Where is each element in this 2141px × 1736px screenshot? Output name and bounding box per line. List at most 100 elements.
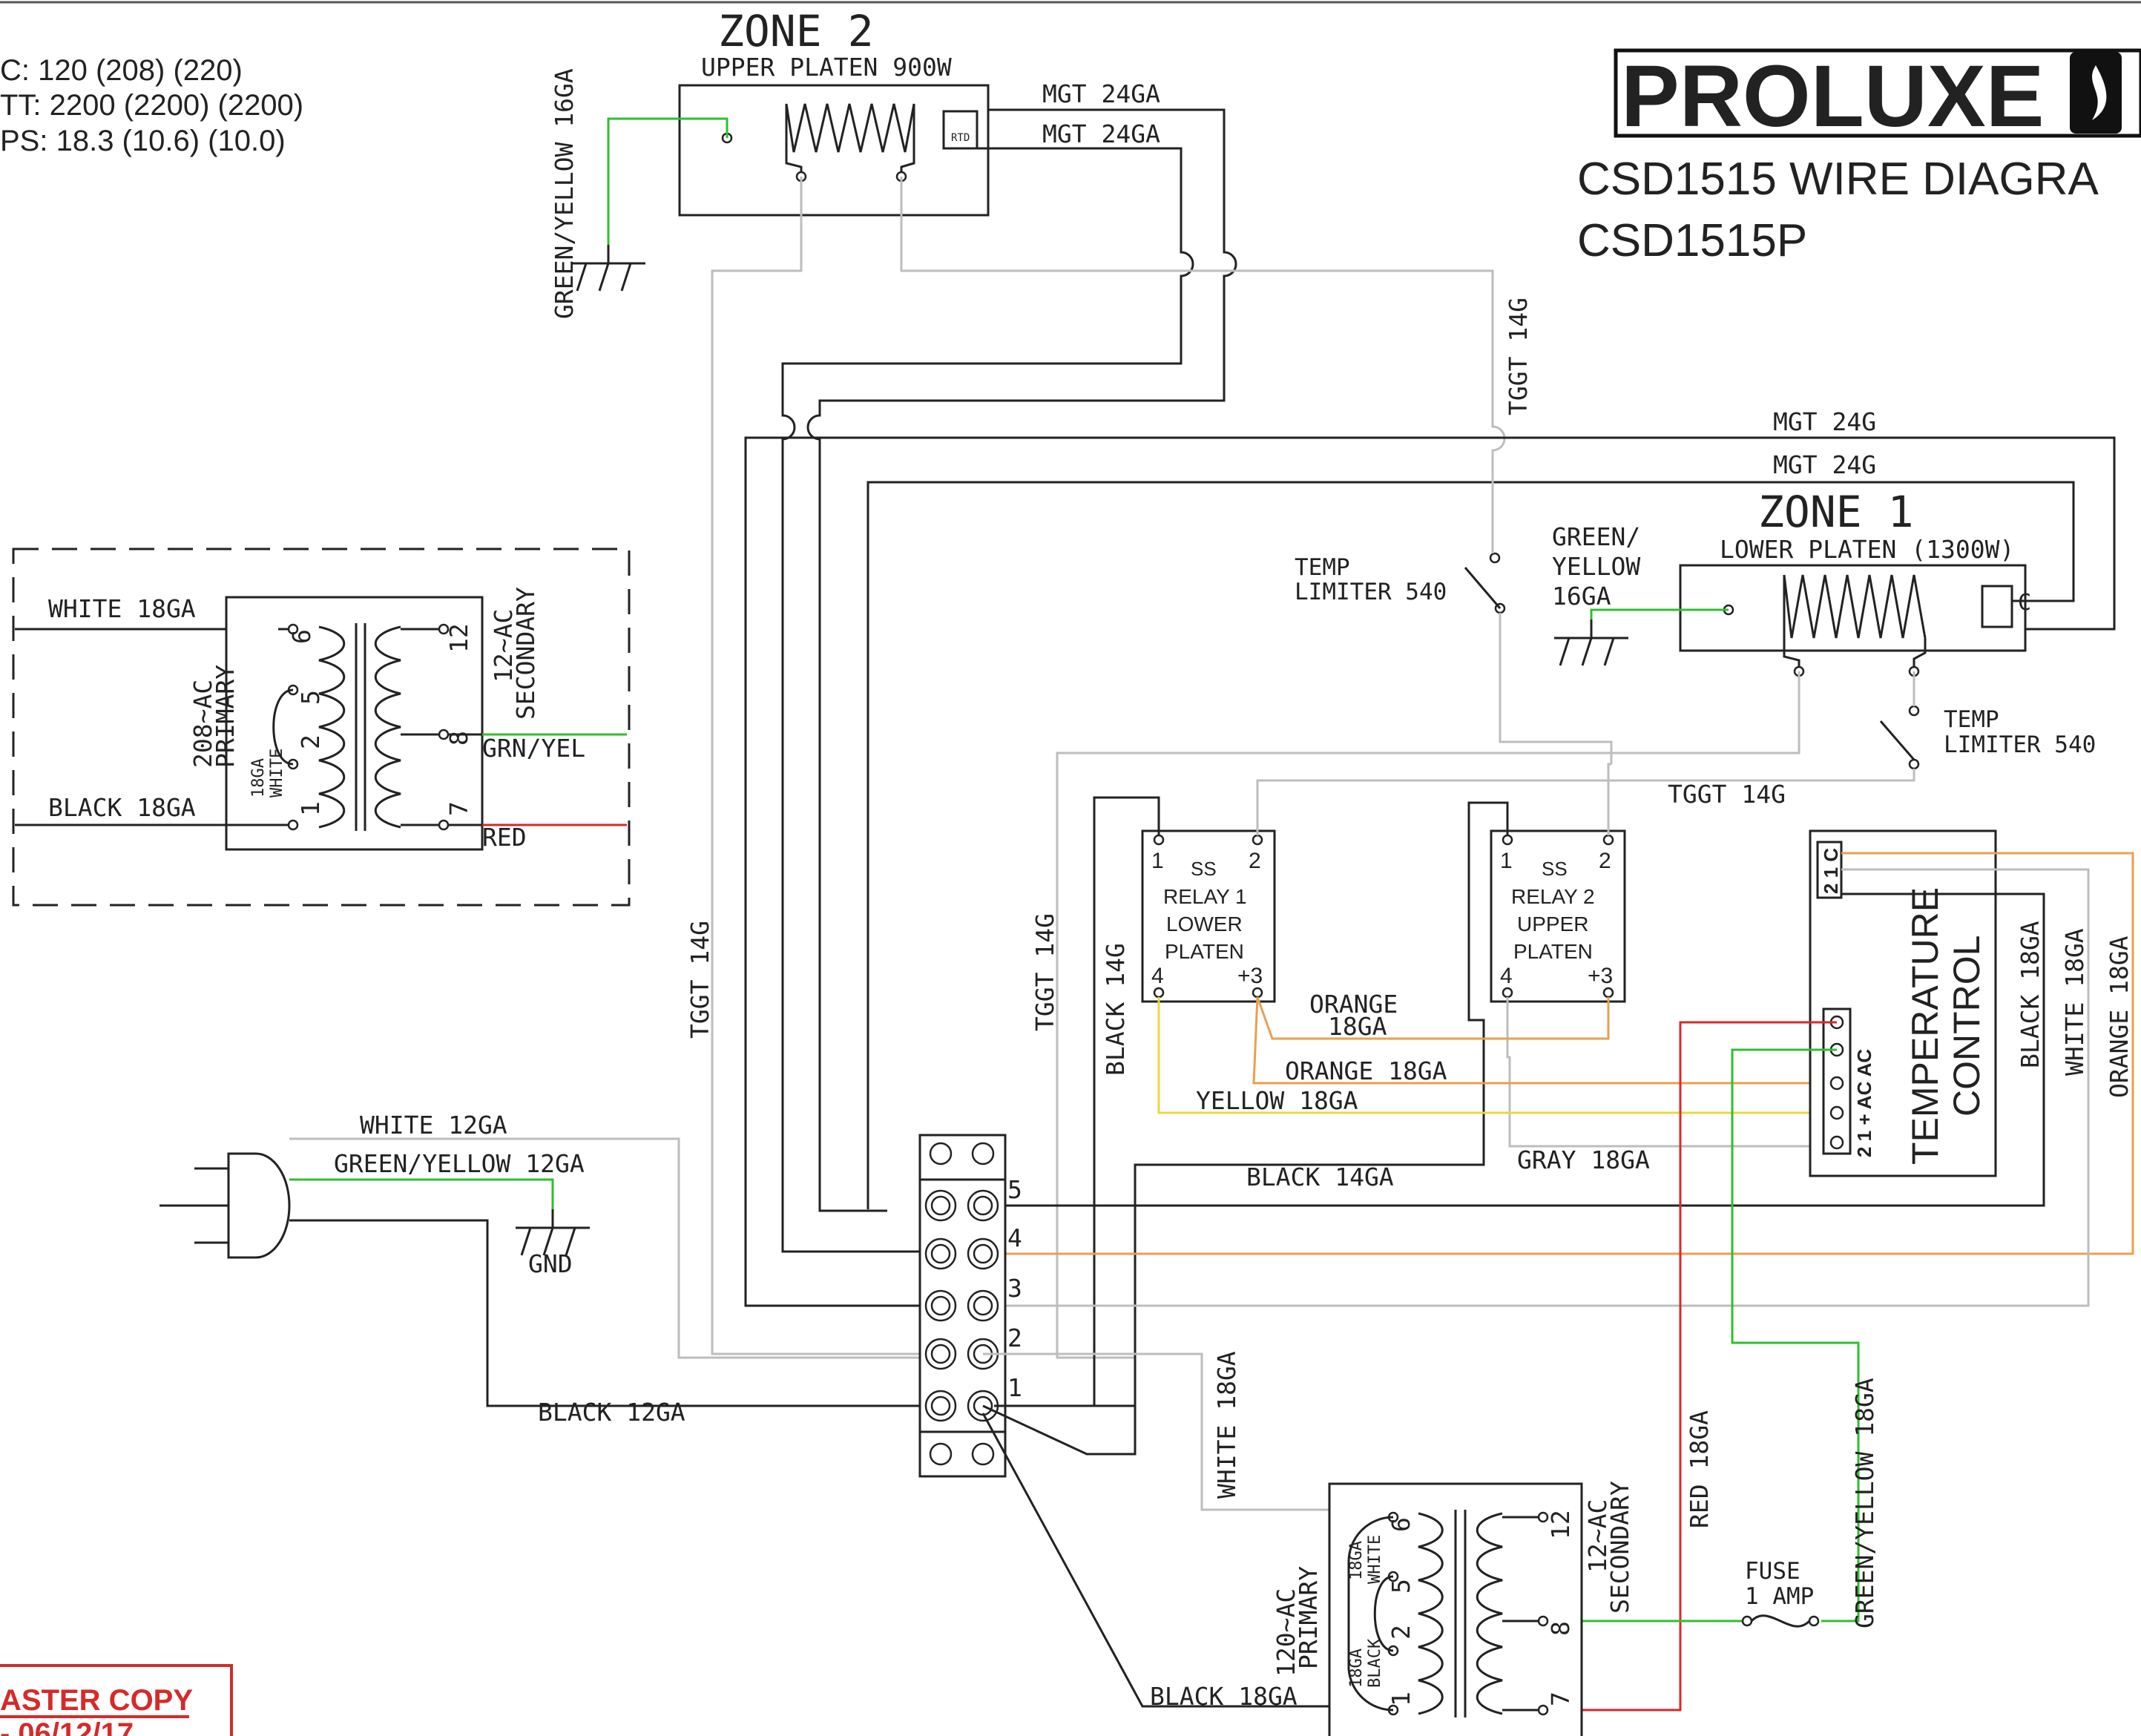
transformer-208v: WHITE 18GA BLACK 18GA 208~AC PRIMARY 18G… [12, 548, 631, 907]
brand-block: PROLUXE CSD1515 WIRE DIAGRA CSD1515P [1577, 47, 2141, 266]
brand-logo: PROLUXE [1621, 47, 2044, 145]
orange18ga-tc-label: ORANGE 18GA [2105, 936, 2134, 1098]
tggt14g-label-left: TGGT 14G [685, 921, 714, 1039]
xfmr-left-secondary2: SECONDARY [511, 587, 540, 720]
gy16ga-label: GREEN/YELLOW 16GA [550, 68, 579, 319]
relay1-pin1: 1 [1151, 849, 1164, 873]
tc-side-terms-label: 2 1 + AC AC [1853, 1049, 1875, 1157]
rtd-sensor-zone2 [942, 110, 979, 150]
spec-row-watts: TT: 2200 (2200) (2200) [0, 89, 303, 122]
ground-icon-zone1 [1553, 618, 1630, 667]
relay1-pin3: +3 [1237, 964, 1263, 988]
tb-n5: 5 [1007, 1175, 1022, 1204]
relay2-pin4: 4 [1500, 964, 1513, 988]
relay2-ss: SS [1542, 858, 1568, 880]
ground-icon [570, 243, 647, 292]
mgt24g-label-b: MGT 24G [1773, 450, 1876, 479]
relay1-label3: PLATEN [1165, 940, 1244, 963]
relay2-pin2: 2 [1599, 849, 1611, 873]
xfmr-left-s12: 12 [444, 623, 473, 653]
heater-element-zone2 [785, 103, 915, 153]
xfmr-bottom-s8: 8 [1546, 1621, 1575, 1636]
mgt24ga-label-b: MGT 24GA [1042, 119, 1160, 148]
xfmr-bottom-s12: 12 [1546, 1510, 1575, 1539]
relay1-label2: LOWER [1166, 913, 1243, 936]
spec-row-volts: C: 120 (208) (220) [0, 54, 243, 87]
gy16ga-label-1: GREEN/ [1552, 522, 1640, 551]
white18ga-tc-label: WHITE 18GA [2060, 928, 2089, 1076]
xfmr-bottom-primary2: PRIMARY [1294, 1566, 1323, 1669]
rtd-sensor-zone1 [1981, 585, 2013, 628]
relay1-ss: SS [1191, 858, 1217, 880]
zone1-lower-platen: MGT 24G MGT 24G ZONE 1 LOWER PLATEN (130… [1679, 407, 2031, 677]
relay2-label3: PLATEN [1513, 940, 1593, 963]
tc-top-terminals [1816, 841, 1843, 899]
relay1-label1: RELAY 1 [1163, 885, 1247, 908]
xfmr-left-inner2: WHITE [268, 749, 286, 798]
ss-relay-1: 1 SS 2 RELAY 1 LOWER PLATEN 4 +3 [1141, 829, 1276, 1003]
limiter-top-label2: LIMITER 540 [1295, 579, 1447, 605]
mgt24ga-label-a: MGT 24GA [1042, 79, 1160, 108]
tc-title: TEMPERATURE [1904, 887, 1946, 1165]
orange18ga-label-a1: ORANGE [1309, 990, 1398, 1019]
black18ga-bottom-label: BLACK 18GA [1150, 1682, 1298, 1711]
gy12ga-label: GREEN/YELLOW 12GA [334, 1149, 585, 1178]
heater-element-zone1 [1783, 574, 1927, 639]
power-plug: WHITE 12GA GREEN/YELLOW 12GA BLACK 12GA [159, 1111, 685, 1427]
xfmr-left-red: RED [482, 823, 527, 852]
flame-icon [2070, 52, 2122, 134]
xfmr-bottom-p2: 2 [1387, 1625, 1415, 1640]
stamp-line2: - 06/12/17 [0, 1717, 134, 1736]
logo-frame [1614, 48, 2141, 138]
terminal-block: 5 4 3 2 1 [918, 1134, 1022, 1478]
xfmr-left-black-label: BLACK 18GA [48, 793, 196, 822]
xfmr-bottom-primary1: 120~AC [1272, 1588, 1300, 1677]
black12ga-label: BLACK 12GA [538, 1398, 685, 1427]
xfmr-bottom-b2: BLACK [1366, 1638, 1384, 1688]
limiter-right-label2: LIMITER 540 [1944, 731, 2096, 758]
relay2-label1: RELAY 2 [1511, 885, 1595, 908]
xfmr-left-p1: 1 [296, 801, 325, 816]
diagram-title: CSD1515 WIRE DIAGRA [1577, 154, 2099, 205]
xfmr-left-s8: 8 [444, 731, 473, 746]
tb-n1: 1 [1007, 1373, 1022, 1402]
xfmr-bottom-w1: 18GA [1347, 1541, 1366, 1580]
limiter-right-label1: TEMP [1944, 706, 1999, 733]
tggt14g-label-mid: TGGT 14G [1030, 913, 1059, 1031]
zone1-subtitle: LOWER PLATEN (1300W) [1720, 535, 2014, 564]
xfmr-bottom-p5: 5 [1387, 1579, 1415, 1594]
zone2-subtitle: UPPER PLATEN 900W [701, 53, 952, 82]
white18ga-label: WHITE 18GA [1212, 1351, 1241, 1499]
white12ga-label: WHITE 12GA [360, 1111, 507, 1140]
tc-top-terms-label: 2 1 C [1820, 848, 1842, 894]
fuse-1amp: FUSE 1 AMP [1741, 1558, 1820, 1628]
tggt14g-label-top: TGGT 14G [1504, 297, 1533, 415]
black14ga-label: BLACK 14GA [1246, 1163, 1394, 1191]
gy16ga-label-3: 16GA [1552, 582, 1611, 611]
xfmr-bottom-w2: WHITE [1366, 1535, 1384, 1584]
transformer-120v: 120~AC PRIMARY 18GA WHITE 18GA BLACK 6 5… [1272, 1481, 1634, 1736]
relay2-pin3: +3 [1588, 964, 1613, 988]
rtd-label-zone2: RTD [951, 132, 970, 144]
fuse-label2: 1 AMP [1745, 1583, 1814, 1610]
tb-n3: 3 [1007, 1274, 1022, 1303]
xfmr-bottom-b1: 18GA [1347, 1648, 1366, 1688]
xfmr-left-grnyel: GRN/YEL [482, 734, 585, 763]
xfmr-left-p5: 5 [296, 690, 325, 705]
xfmr-bottom-p6: 6 [1387, 1517, 1415, 1532]
relay1-pin4: 4 [1151, 964, 1164, 988]
tb-n2: 2 [1007, 1324, 1022, 1352]
xfmr-left-primary2: PRIMARY [211, 665, 240, 768]
black14g-label: BLACK 14G [1101, 943, 1130, 1076]
zone2-title: ZONE 2 [718, 6, 874, 56]
relay1-pin2: 2 [1249, 849, 1261, 873]
xfmr-bottom-secondary2: SECONDARY [1605, 1481, 1634, 1614]
relay2-label2: UPPER [1517, 913, 1588, 936]
xfmr-left-white-label: WHITE 18GA [48, 594, 196, 623]
gy18ga-label: GREEN/YELLOW 18GA [1850, 1378, 1879, 1628]
xfmr-bottom-p1: 1 [1387, 1691, 1415, 1706]
master-copy-stamp: ASTER COPY - 06/12/17 [0, 1664, 233, 1736]
spec-table: C: 120 (208) (220) TT: 2200 (2200) (2200… [0, 54, 303, 157]
black18ga-tc-label: BLACK 18GA [2016, 921, 2045, 1068]
